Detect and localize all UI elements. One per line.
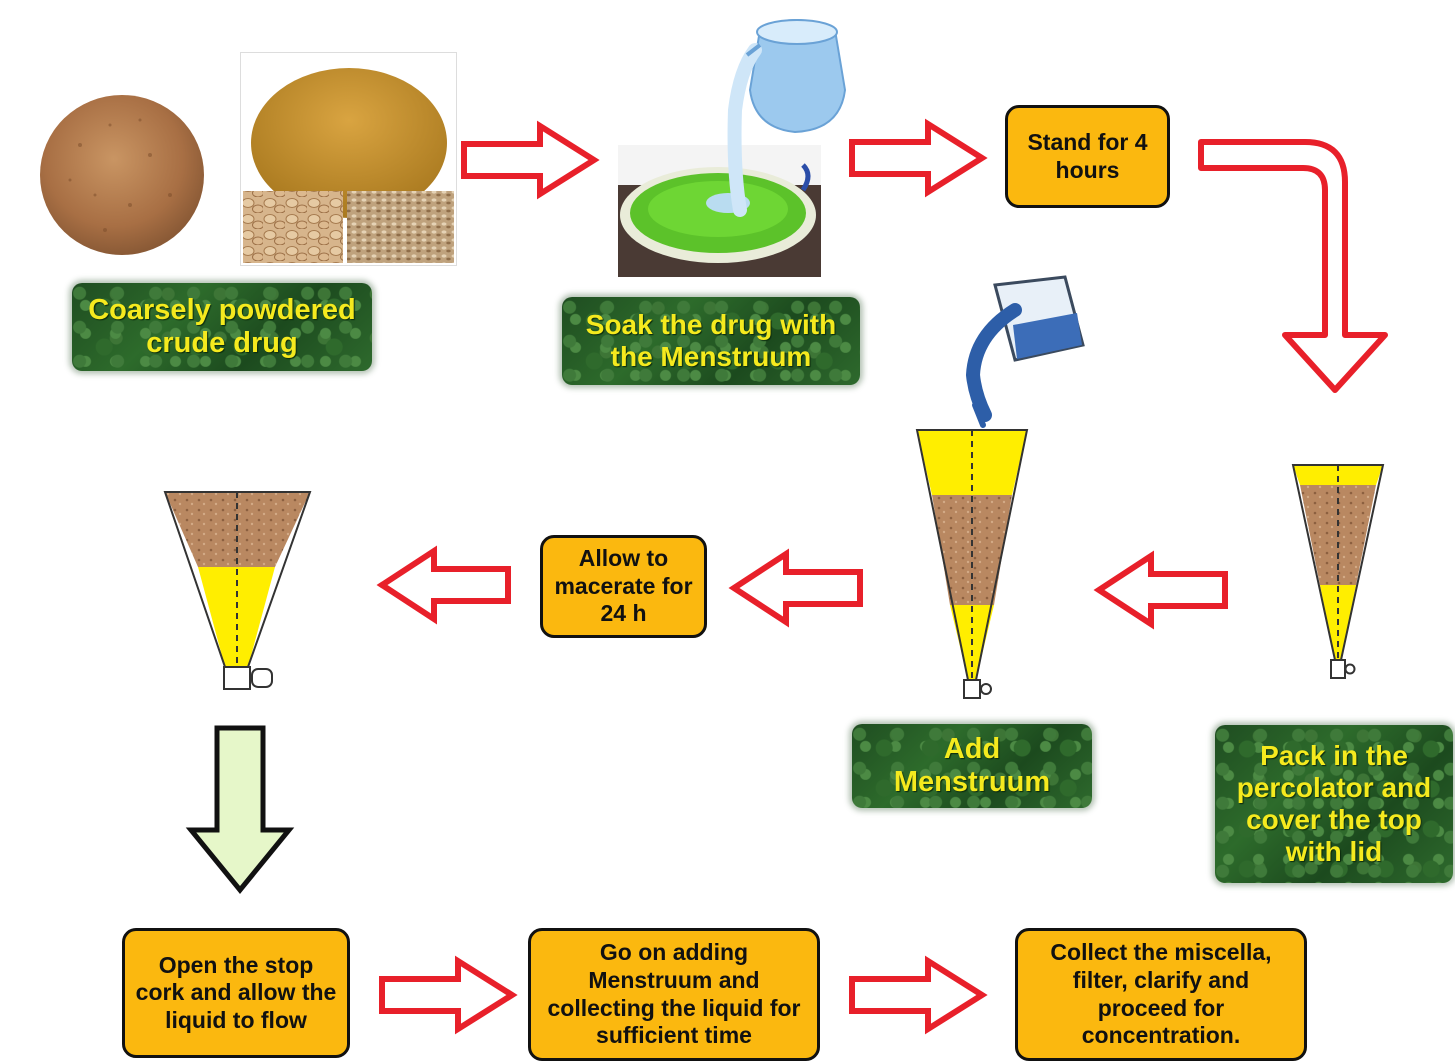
step-macerate-box: Allow to macerate for 24 h [540,535,707,638]
step-soak-label: Soak the drug with the Menstruum [585,308,837,372]
arrow-right-4 [849,955,988,1035]
step-goon-label: Go on adding Menstruum and collecting th… [547,939,801,1049]
step-coarse-label-box: Coarsely powdered crude drug [72,283,372,371]
arrow-right-3 [379,955,518,1035]
arrow-left-1 [1093,550,1228,630]
step-coarse-label: Coarsely powdered crude drug [88,293,356,359]
step-open-box: Open the stop cork and allow the liquid … [122,928,350,1058]
step-add-label: Add Menstruum [893,732,1051,798]
pitcher-icon [727,19,847,217]
step-stand-label: Stand for 4 hours [1027,128,1148,183]
percolator-pack-icon [1291,464,1385,679]
step-open-label: Open the stop cork and allow the liquid … [135,951,337,1033]
percolator-add-icon [915,429,1029,699]
green-bowl-image [618,145,821,277]
step-add-label-box: Add Menstruum [852,724,1092,808]
step-pack-label: Pack in the percolator and cover the top… [1236,739,1432,868]
powder-pile-image [40,95,204,255]
step-collect-box: Collect the miscella, filter, clarify an… [1015,928,1307,1061]
arrow-left-3 [376,545,511,625]
percolator-open-icon [163,491,312,690]
step-pack-label-box: Pack in the percolator and cover the top… [1215,725,1453,883]
arrow-left-2 [728,548,863,628]
arrow-right-1 [461,120,600,200]
step-goon-box: Go on adding Menstruum and collecting th… [528,928,820,1061]
arrow-down-green [185,725,295,894]
arrow-right-2 [849,118,988,198]
bent-arrow-down [1198,139,1388,393]
step-collect-label: Collect the miscella, filter, clarify an… [1050,939,1272,1049]
step-soak-label-box: Soak the drug with the Menstruum [562,297,860,385]
step-stand-box: Stand for 4 hours [1005,105,1170,208]
beaker-icon [965,275,1085,428]
step-macerate-label: Allow to macerate for 24 h [554,545,693,627]
powder-samples-image [240,52,457,266]
